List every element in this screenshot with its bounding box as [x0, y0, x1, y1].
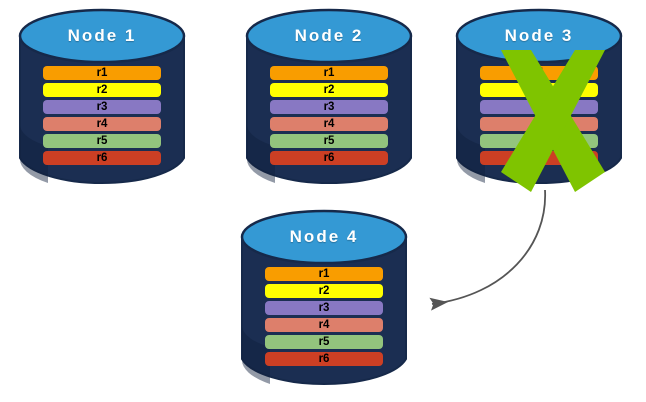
row-item: r2 — [480, 83, 598, 97]
row-item: r5 — [480, 134, 598, 148]
row-item: r1 — [270, 66, 388, 80]
row-item: r3 — [480, 100, 598, 114]
node-1[interactable]: Node 1 r1 r2 r3 r4 r5 r6 — [18, 6, 186, 190]
row-item: r4 — [270, 117, 388, 131]
row-item: r3 — [43, 100, 161, 114]
row-item: r6 — [480, 151, 598, 165]
arrow-path — [429, 189, 546, 311]
row-item: r2 — [265, 284, 383, 298]
row-list: r1 r2 r3 r4 r5 r6 — [18, 66, 186, 165]
row-item: r2 — [43, 83, 161, 97]
row-item: r6 — [265, 352, 383, 366]
row-item: r6 — [270, 151, 388, 165]
row-item: r6 — [43, 151, 161, 165]
row-item: r3 — [265, 301, 383, 315]
row-item: r2 — [270, 83, 388, 97]
row-item: r4 — [265, 318, 383, 332]
node-3[interactable]: Node 3 r1 r2 r3 r4 r5 r6 — [455, 6, 623, 192]
row-item: r3 — [270, 100, 388, 114]
row-item: r4 — [480, 117, 598, 131]
row-list: r1 r2 r3 r4 r5 r6 — [455, 66, 623, 165]
node-2[interactable]: Node 2 r1 r2 r3 r4 r5 r6 — [245, 6, 413, 190]
row-item: r5 — [270, 134, 388, 148]
row-list: r1 r2 r3 r4 r5 r6 — [240, 267, 408, 366]
row-item: r5 — [43, 134, 161, 148]
node-4[interactable]: Node 4 r1 r2 r3 r4 r5 r6 — [240, 207, 408, 391]
row-item: r5 — [265, 335, 383, 349]
row-list: r1 r2 r3 r4 r5 r6 — [245, 66, 413, 165]
row-item: r1 — [43, 66, 161, 80]
row-item: r4 — [43, 117, 161, 131]
row-item: r1 — [480, 66, 598, 80]
row-item: r1 — [265, 267, 383, 281]
